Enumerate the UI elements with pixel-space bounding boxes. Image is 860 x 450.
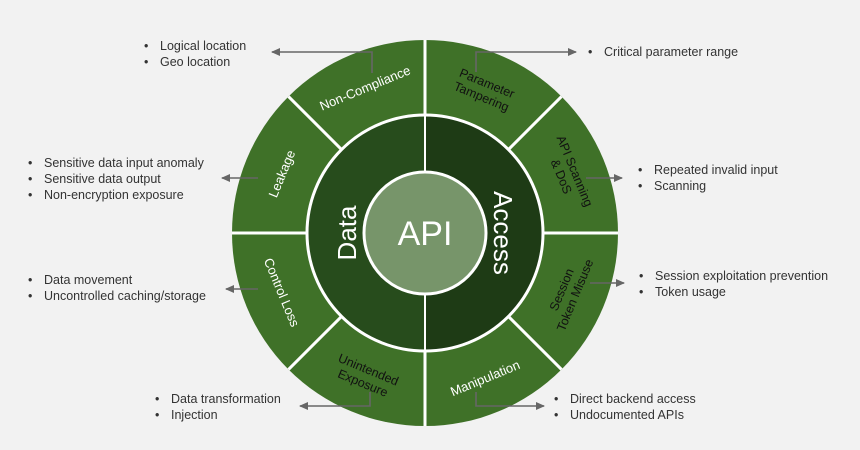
bullet-item: Data movement	[20, 272, 206, 288]
bullet-item: Logical location	[136, 38, 246, 54]
bullet-item: Sensitive data input anomaly	[20, 155, 204, 171]
bullet-list-leakage: Sensitive data input anomaly Sensitive d…	[20, 155, 204, 203]
bullet-list-parameter-tampering: Critical parameter range	[580, 44, 738, 60]
bullet-list-unintended-exposure: Direct backend access Undocumented APIs	[546, 391, 696, 423]
connector-arrow-manipulation	[299, 392, 371, 410]
bullet-item: Repeated invalid input	[630, 162, 778, 178]
bullet-item: Undocumented APIs	[546, 407, 696, 423]
bullet-item: Direct backend access	[546, 391, 696, 407]
bullet-item: Data transformation	[147, 391, 281, 407]
bullet-item: Injection	[147, 407, 281, 423]
bullet-item: Critical parameter range	[580, 44, 738, 60]
bullet-list-control-loss: Data movement Uncontrolled caching/stora…	[20, 272, 206, 304]
bullet-item: Scanning	[630, 178, 778, 194]
bullet-list-non-compliance: Logical location Geo location	[136, 38, 246, 70]
half-label-data: Data	[332, 205, 362, 260]
segment-divider	[287, 315, 343, 371]
connector-arrow-non-compliance	[271, 48, 373, 73]
half-label-access: Access	[488, 191, 518, 275]
segment-divider	[287, 95, 343, 151]
bullet-item: Session exploitation prevention	[631, 268, 828, 284]
bullet-item: Uncontrolled caching/storage	[20, 288, 206, 304]
segment-divider	[507, 315, 563, 371]
segment-divider	[507, 95, 563, 151]
bullet-item: Non-encryption exposure	[20, 187, 204, 203]
bullet-item: Sensitive data output	[20, 171, 204, 187]
bullet-item: Geo location	[136, 54, 246, 70]
bullet-list-api-scanning-dos: Repeated invalid input Scanning	[630, 162, 778, 194]
bullet-item: Token usage	[631, 284, 828, 300]
connector-arrow-unintended-exposure	[475, 392, 545, 410]
bullet-list-manipulation: Data transformation Injection	[147, 391, 281, 423]
center-circle	[362, 170, 488, 296]
center-label: API	[398, 215, 453, 253]
connector-arrow-parameter-tampering	[475, 48, 577, 72]
bullet-list-session-token-misuse: Session exploitation prevention Token us…	[631, 268, 828, 300]
